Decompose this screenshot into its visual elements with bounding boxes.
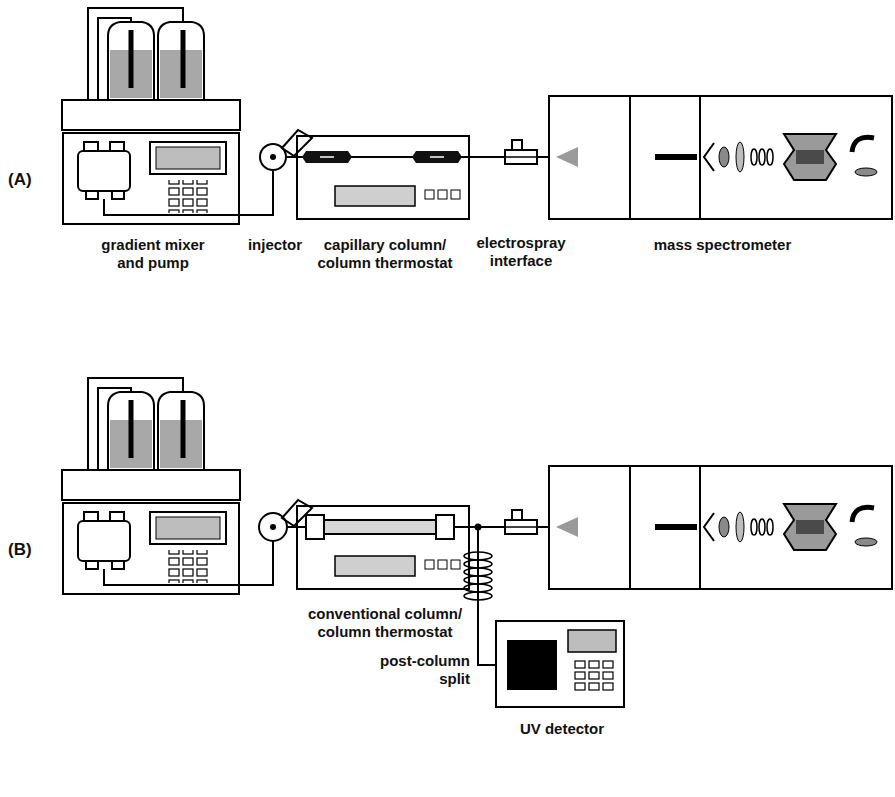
- split-label: post-column split: [370, 652, 470, 688]
- tubing-line: [537, 156, 548, 158]
- component-label: UV detector: [497, 720, 627, 738]
- tubing-line: [470, 527, 495, 665]
- component-label: mass spectrometer: [628, 236, 818, 254]
- injector-valve: injector: [259, 143, 287, 171]
- column-thermostat: conventional column/ column thermostat: [296, 505, 470, 590]
- component-label: injector: [235, 236, 315, 254]
- uv-detector: UV detector: [495, 620, 625, 708]
- tubing-line: [470, 156, 505, 158]
- mass-spectrometer: mass spectrometer: [548, 95, 893, 220]
- component-label: conventional column/ column thermostat: [298, 605, 473, 641]
- electrospray-interface: electrospray interface: [505, 140, 537, 172]
- tubing-line: [240, 171, 273, 215]
- column-thermostat: capillary column/ column thermostat: [296, 135, 470, 220]
- component-label: electrospray interface: [466, 234, 576, 270]
- pump-unit: gradient mixer and pump: [62, 132, 240, 225]
- component-label: capillary column/ column thermostat: [300, 236, 470, 272]
- panel-label: (A): [8, 170, 48, 190]
- component-label: gradient mixer and pump: [88, 236, 218, 272]
- panel-label: (B): [8, 540, 48, 560]
- tubing-line: [287, 156, 296, 158]
